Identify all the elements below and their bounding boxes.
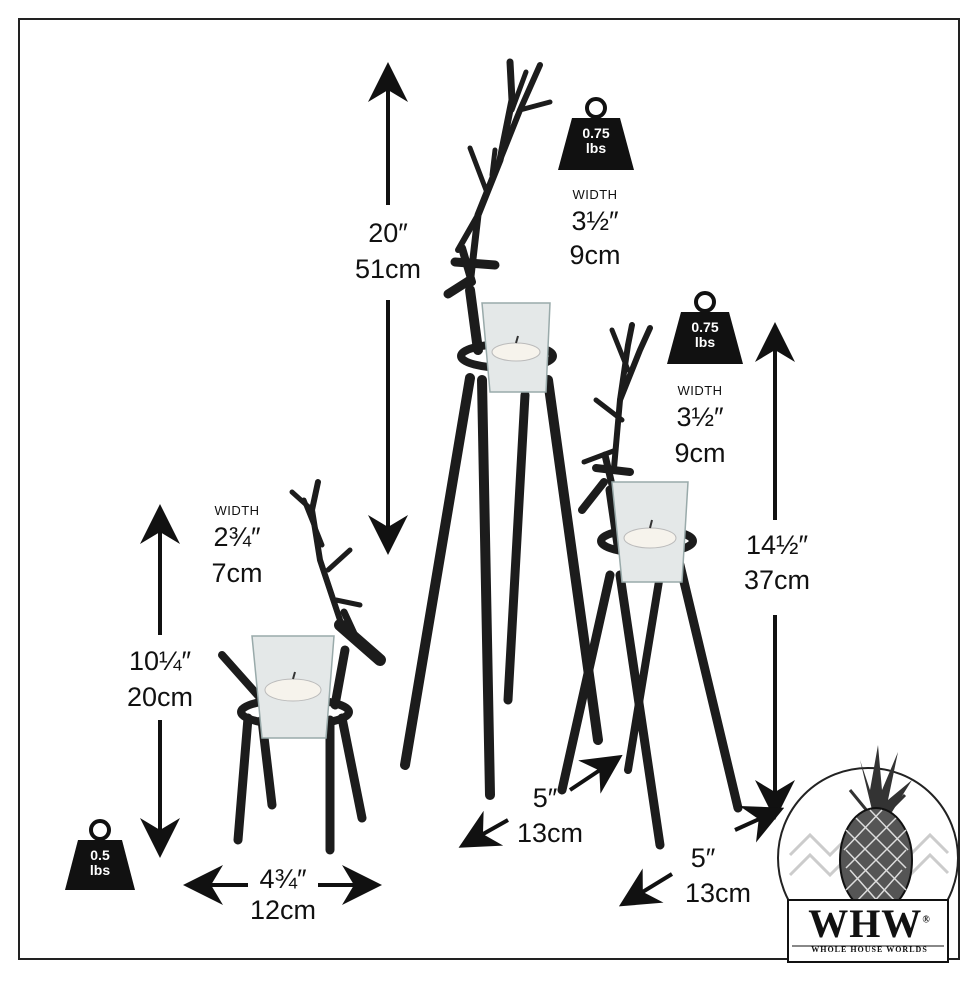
small-width-in: 2¾″ [213, 522, 261, 552]
medium-base-in: 5″ [690, 843, 716, 873]
large-weight-label: 0.75 lbs [562, 126, 630, 155]
weight-icon-large [558, 97, 634, 170]
weight-icon-medium [667, 291, 743, 364]
image-frame [18, 18, 960, 960]
logo-title-text: WHW [808, 901, 923, 946]
small-weight-unit: lbs [89, 861, 111, 878]
medium-width-cm: 9cm [674, 438, 726, 468]
medium-weight-label: 0.75 lbs [671, 320, 739, 349]
large-width-label: WIDTH [572, 187, 618, 202]
small-weight-value: 0.5 [90, 847, 110, 863]
weight-icon-small [65, 819, 135, 890]
logo-title: WHW® [787, 900, 952, 947]
large-base-cm: 13cm [516, 818, 584, 848]
small-width-label: WIDTH [214, 503, 260, 518]
medium-height-cm: 37cm [743, 565, 811, 595]
logo-registered-mark: ® [922, 914, 931, 926]
dimension-arrows [140, 62, 795, 907]
small-deer-holder [218, 479, 386, 855]
medium-weight-value: 0.75 [691, 319, 719, 335]
medium-height-in: 14½″ [745, 530, 809, 560]
small-height-cm: 20cm [126, 682, 194, 712]
large-weight-value: 0.75 [582, 125, 610, 141]
medium-base-cm: 13cm [684, 878, 752, 908]
large-width-in: 3½″ [571, 206, 619, 236]
large-height-cm: 51cm [354, 254, 422, 284]
large-base-in: 5″ [532, 783, 558, 813]
large-glass-candle [481, 302, 551, 393]
whw-logo-emblem [777, 745, 959, 963]
large-deer-holder [400, 58, 603, 800]
large-height-in: 20″ [368, 218, 408, 248]
medium-deer-holder [557, 322, 743, 850]
medium-width-label: WIDTH [677, 383, 723, 398]
medium-width-in: 3½″ [676, 402, 724, 432]
small-base-in: 4¾″ [259, 864, 307, 894]
medium-weight-unit: lbs [694, 333, 716, 350]
large-width-cm: 9cm [569, 240, 621, 270]
large-weight-unit: lbs [585, 139, 607, 156]
logo-subtitle: WHOLE HOUSE WORLDS [811, 945, 928, 954]
small-base-cm: 12cm [249, 895, 317, 925]
small-height-in: 10¼″ [128, 646, 192, 676]
medium-glass-candle [611, 481, 689, 583]
small-width-cm: 7cm [211, 558, 263, 588]
small-glass-candle [251, 635, 335, 739]
small-weight-label: 0.5 lbs [66, 848, 134, 877]
